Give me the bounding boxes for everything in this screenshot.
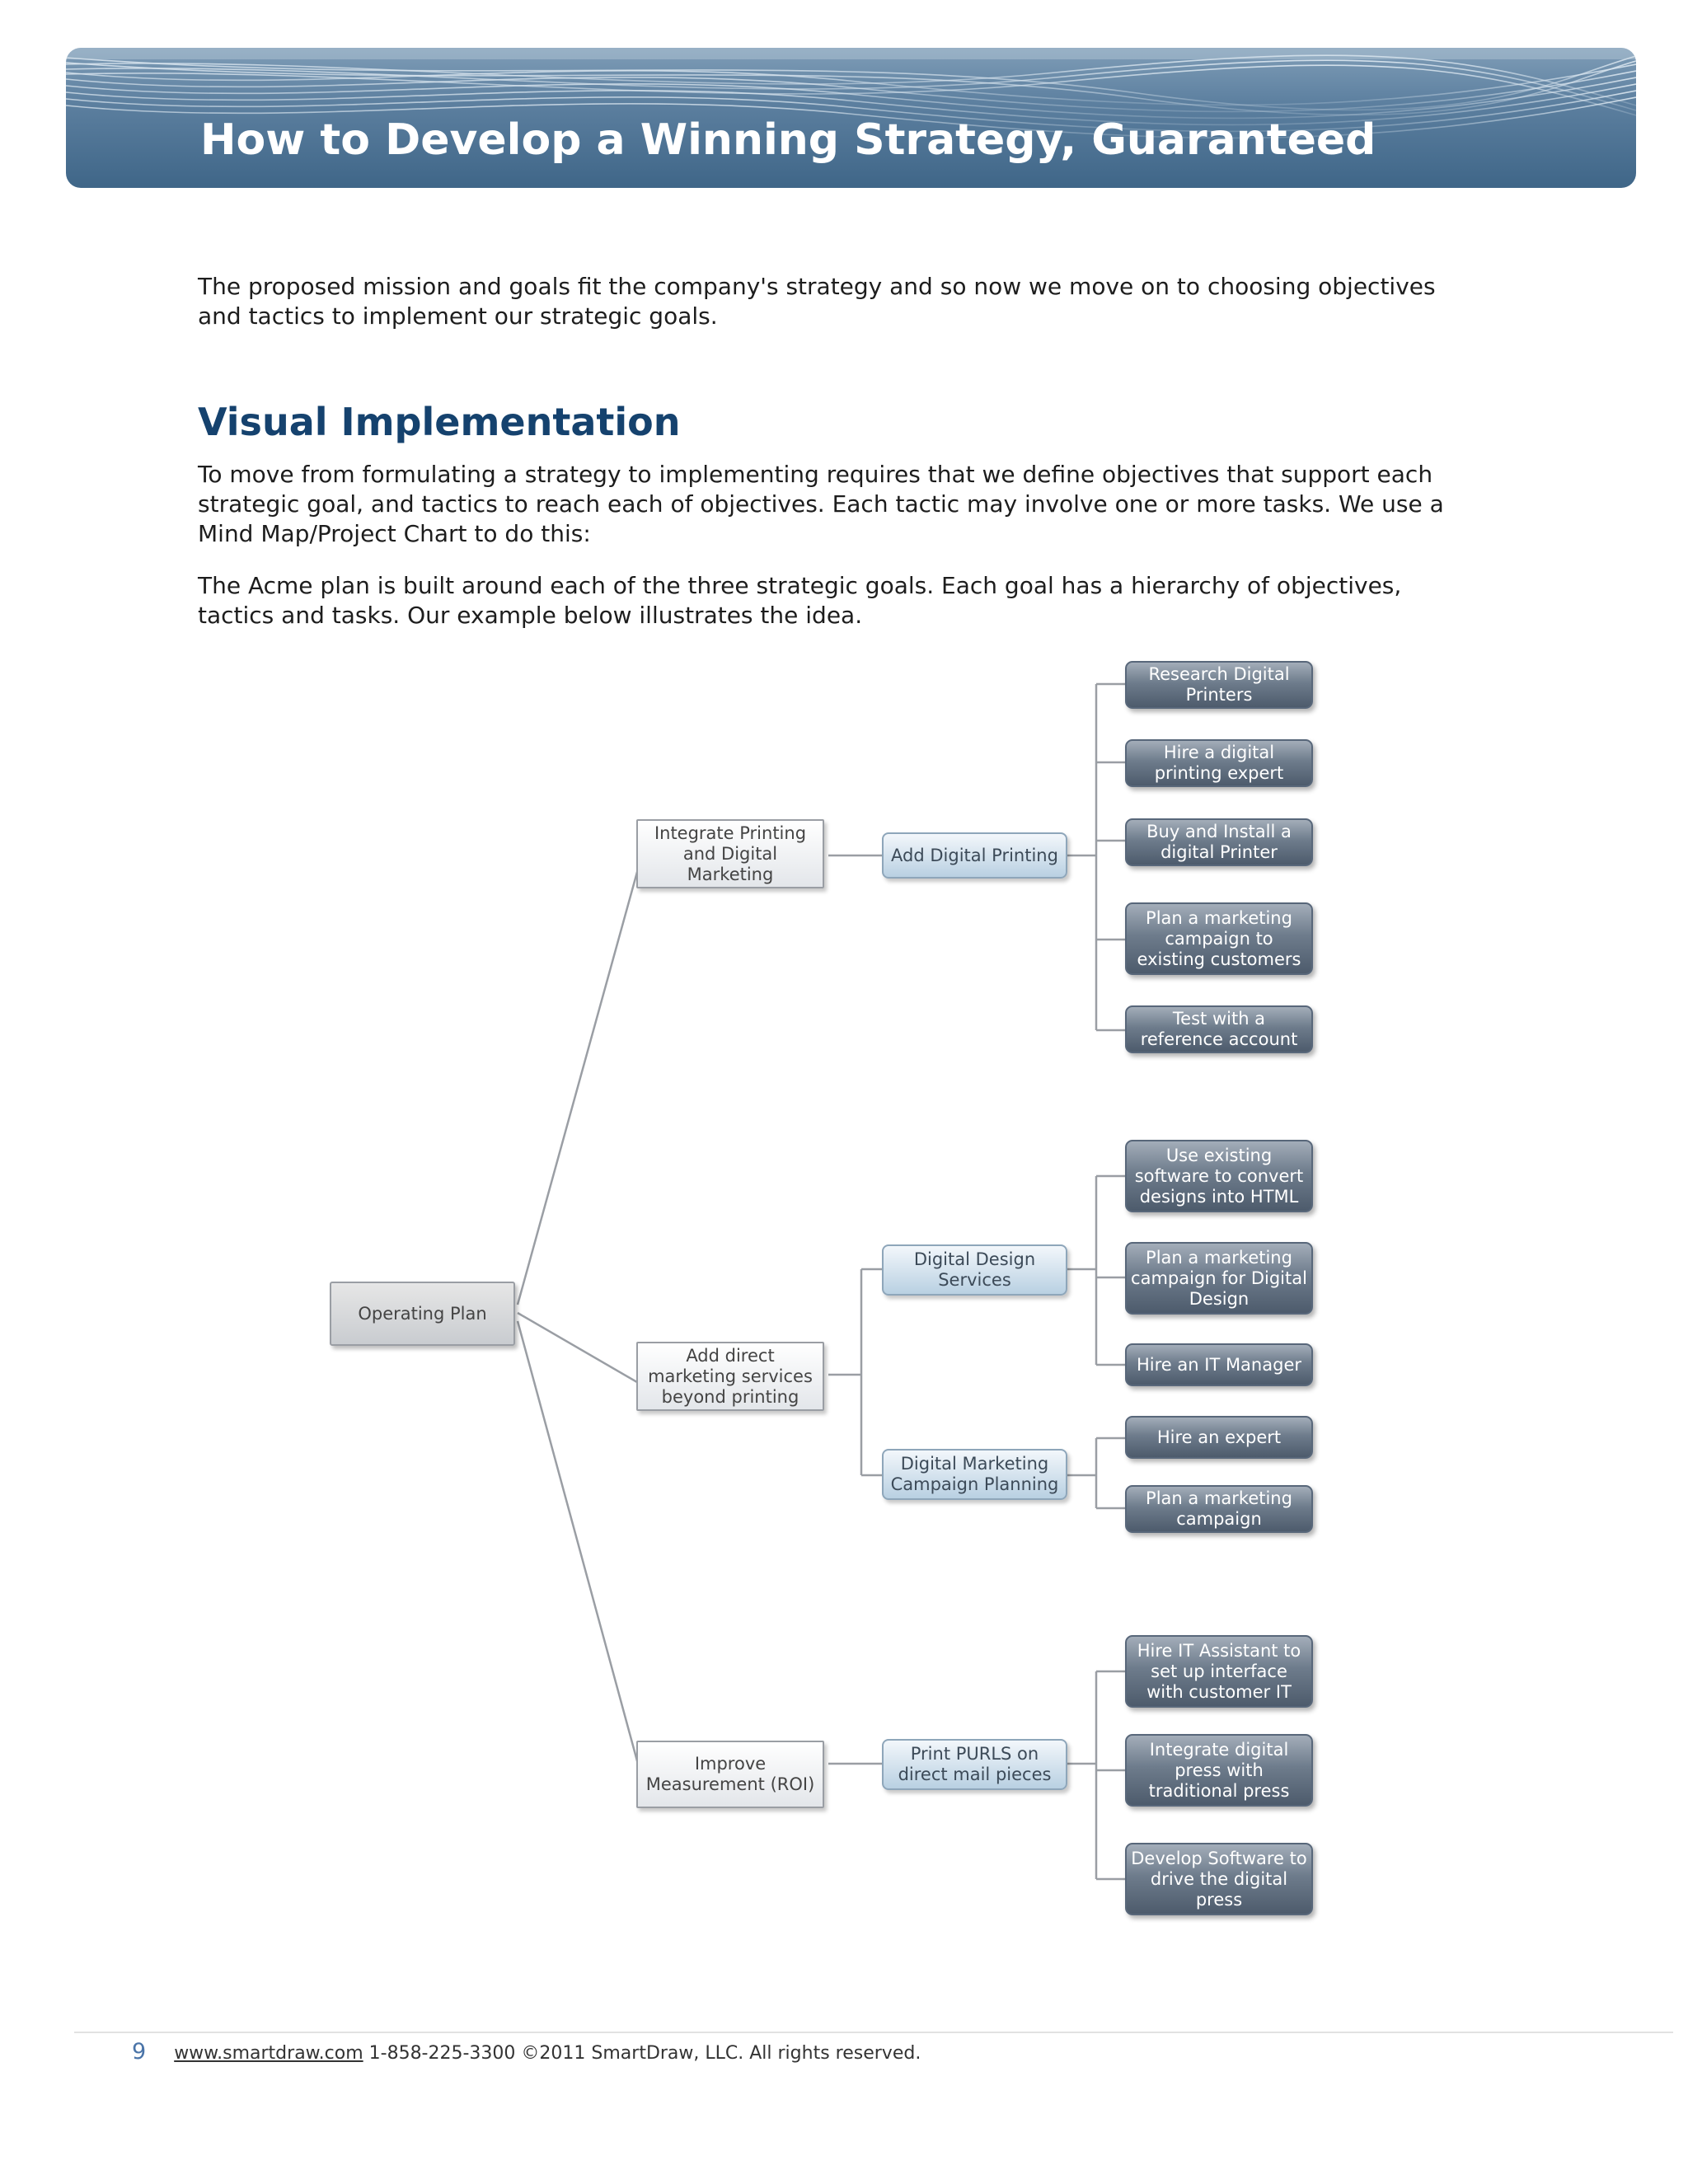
node-task-integrate-press: Integrate digital press with traditional… (1125, 1734, 1313, 1807)
website-link[interactable]: www.smartdraw.com (174, 2043, 363, 2064)
node-task-hire-it-manager: Hire an IT Manager (1125, 1343, 1313, 1386)
body-paragraph-2: The Acme plan is built around each of th… (198, 571, 1459, 630)
node-task-hire-printing-expert: Hire a digital printing expert (1125, 739, 1313, 787)
page-title: How to Develop a Winning Strategy, Guara… (200, 115, 1376, 165)
node-objective-print-purls: Print PURLS on direct mail pieces (882, 1739, 1067, 1790)
page-footer: 9 www.smartdraw.com 1-858-225-3300 ©2011 … (132, 2039, 921, 2064)
intro-paragraph: The proposed mission and goals fit the c… (198, 272, 1459, 331)
node-goal-direct-marketing: Add direct marketing services beyond pri… (636, 1342, 824, 1411)
footer-copyright: 1-858-225-3300 ©2011 SmartDraw, LLC. All… (363, 2043, 921, 2064)
page-number: 9 (132, 2039, 146, 2064)
node-goal-improve-measurement: Improve Measurement (ROI) (636, 1741, 824, 1808)
node-task-test-reference: Test with a reference account (1125, 1005, 1313, 1053)
node-task-develop-software: Develop Software to drive the digital pr… (1125, 1843, 1313, 1915)
node-operating-plan: Operating Plan (330, 1282, 515, 1346)
section-heading: Visual Implementation (198, 400, 680, 444)
body-paragraph-1: To move from formulating a strategy to i… (198, 460, 1459, 549)
footer-divider (74, 2032, 1673, 2033)
node-objective-digital-marketing-planning: Digital Marketing Campaign Planning (882, 1449, 1067, 1500)
node-task-hire-expert: Hire an expert (1125, 1416, 1313, 1459)
mind-map-diagram: Operating Plan Integrate Printing and Di… (313, 651, 1352, 1945)
node-task-plan-campaign-existing: Plan a marketing campaign to existing cu… (1125, 902, 1313, 975)
node-task-plan-campaign-design: Plan a marketing campaign for Digital De… (1125, 1242, 1313, 1315)
node-objective-digital-design: Digital Design Services (882, 1244, 1067, 1296)
node-task-research-printers: Research Digital Printers (1125, 661, 1313, 709)
header-banner: How to Develop a Winning Strategy, Guara… (66, 48, 1636, 188)
node-task-hire-it-assistant: Hire IT Assistant to set up interface wi… (1125, 1635, 1313, 1708)
node-task-buy-install-printer: Buy and Install a digital Printer (1125, 818, 1313, 866)
node-task-use-existing-software: Use existing software to convert designs… (1125, 1140, 1313, 1212)
node-goal-integrate-printing: Integrate Printing and Digital Marketing (636, 819, 824, 888)
node-objective-add-digital-printing: Add Digital Printing (882, 832, 1067, 879)
node-task-plan-campaign: Plan a marketing campaign (1125, 1485, 1313, 1533)
